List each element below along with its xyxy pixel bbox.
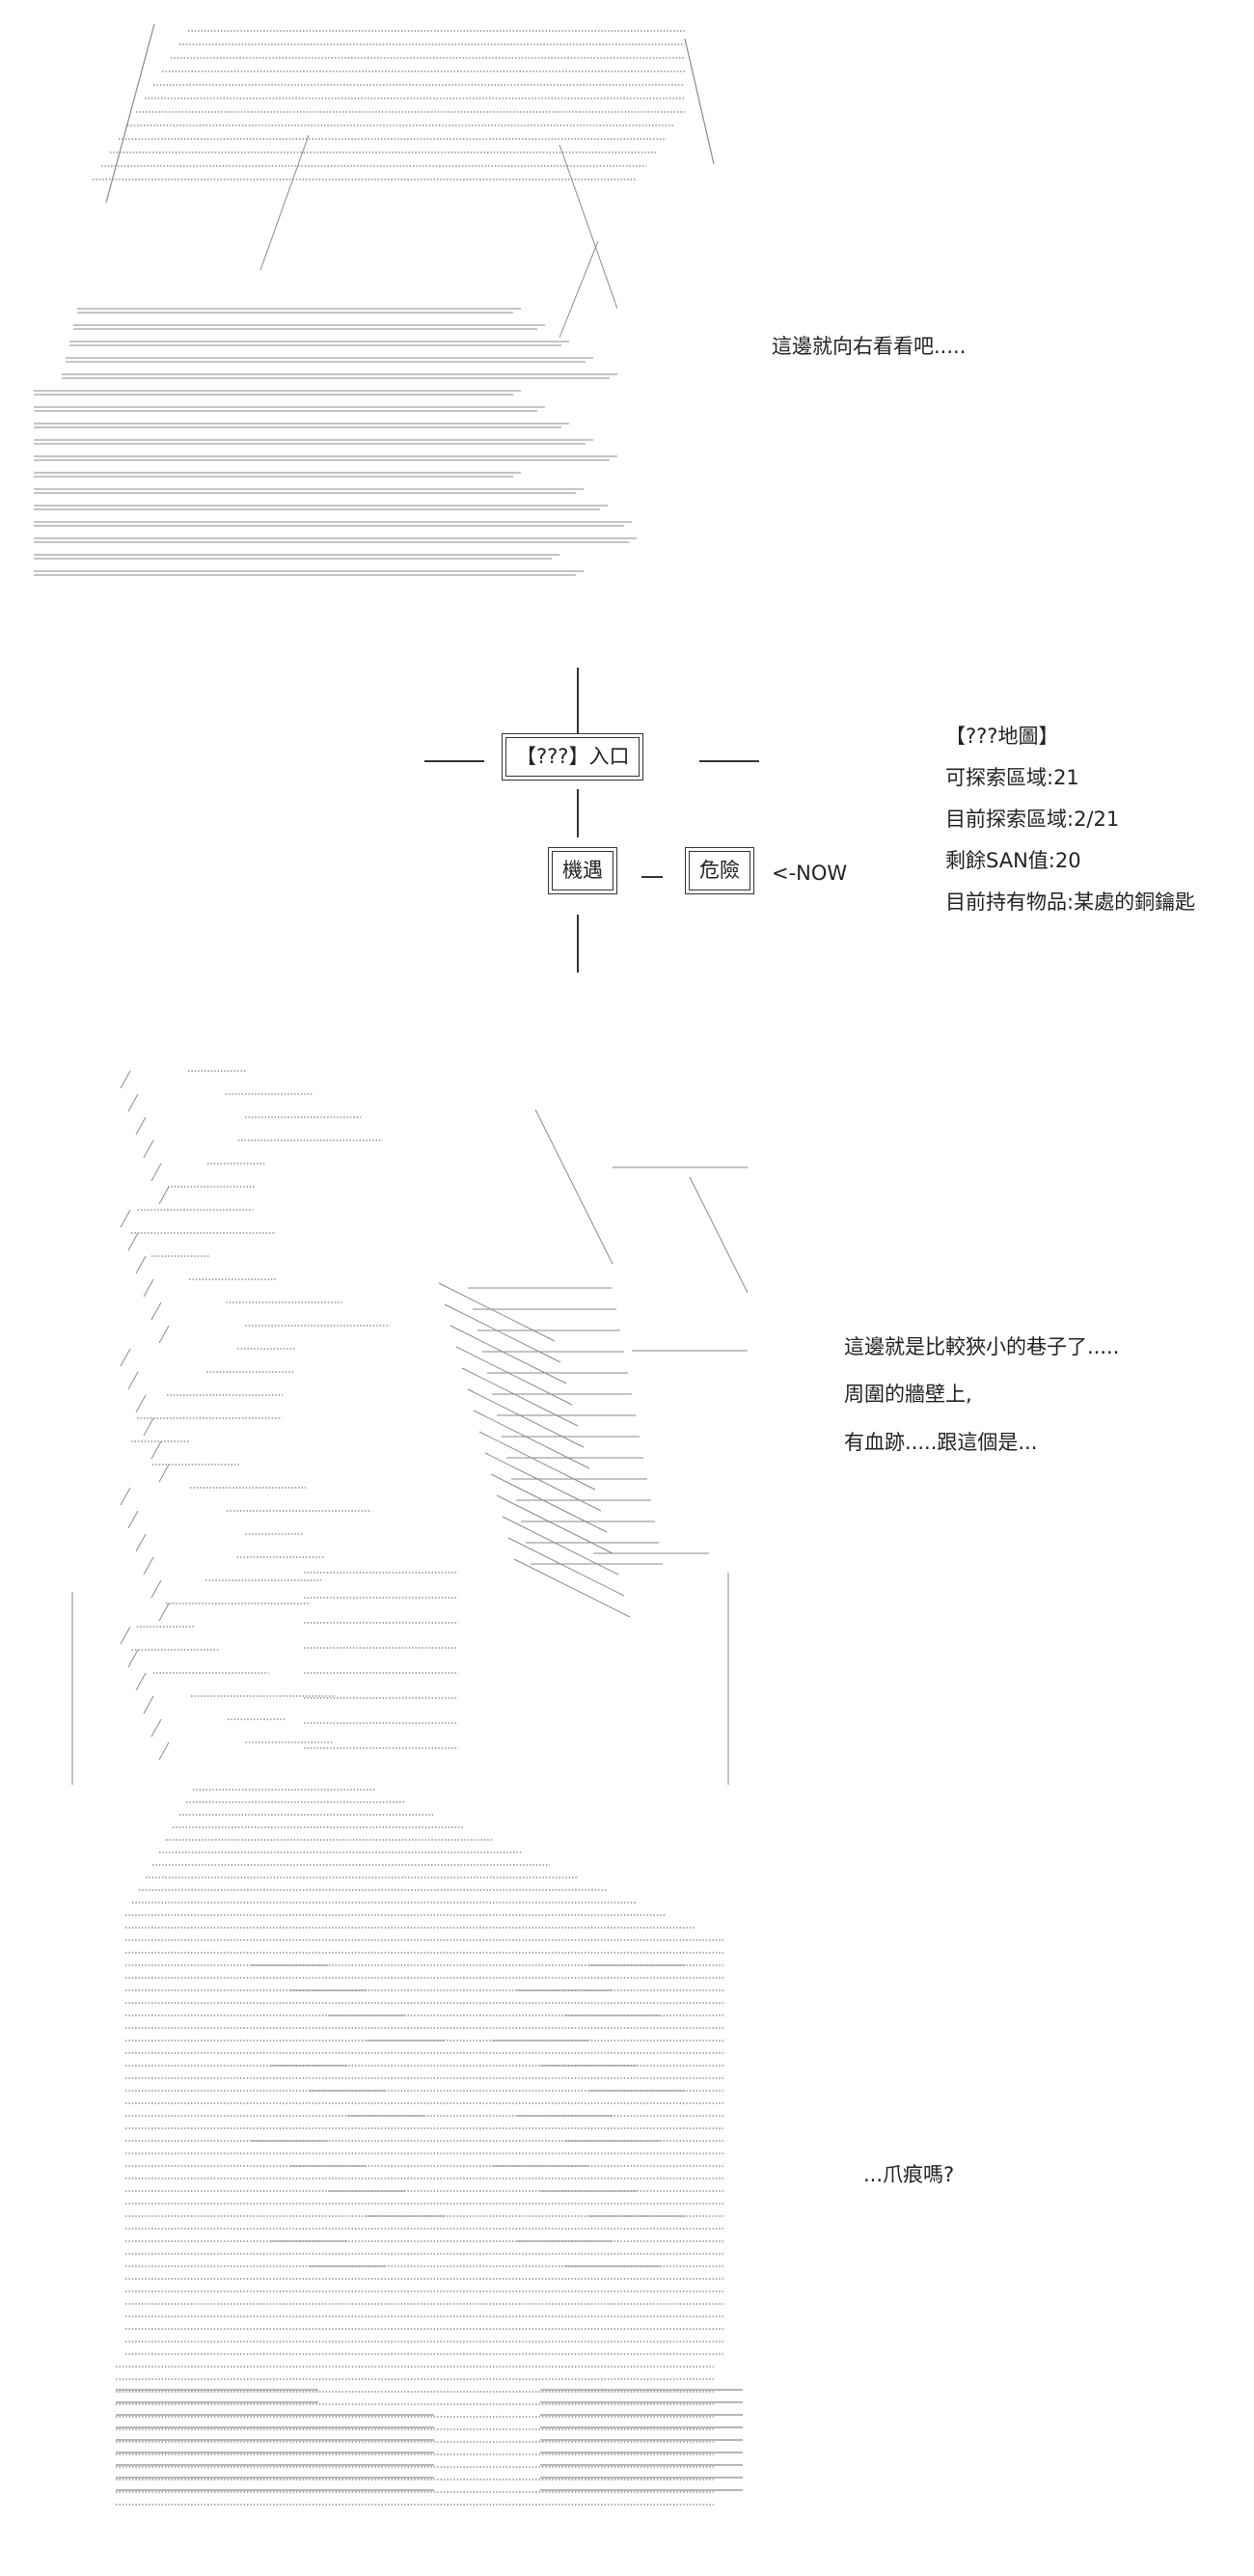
ascii-stroke [467, 1388, 585, 1448]
caption-line: 這邊就向右看看吧..... [772, 335, 967, 358]
panel-2-caption: 這邊就是比較狹小的巷子了..... 周圍的牆壁上, 有血跡.....跟這個是..… [844, 1324, 1119, 1466]
claw-marks-on-wall-ascii-art [87, 1780, 781, 2528]
map-room-entrance-label: 【???】入口 [505, 737, 641, 778]
ascii-art-canvas-2 [71, 1070, 749, 1785]
ascii-stroke [461, 1367, 579, 1427]
ascii-art-canvas-3 [116, 1789, 743, 2506]
status-explorable: 可探索區域:21 [945, 766, 1079, 790]
caption-line: ...爪痕嗎? [863, 2163, 955, 2186]
ascii-stroke [120, 1070, 131, 1089]
ascii-stroke [135, 1116, 147, 1136]
ascii-stroke [559, 240, 599, 339]
map-path-south [577, 789, 579, 837]
ascii-stroke [490, 1473, 608, 1533]
ascii-stroke [143, 1695, 154, 1714]
ascii-stroke [496, 1494, 613, 1554]
ascii-stroke [150, 1579, 162, 1599]
ascii-stroke [120, 1626, 131, 1645]
ascii-stroke [689, 1176, 749, 1294]
map-room-danger: 危險 [685, 847, 754, 895]
map-room-chance-label: 機遇 [552, 851, 613, 891]
ascii-stroke [150, 1302, 162, 1321]
ascii-stroke [158, 1186, 170, 1205]
map-room-danger-label: 危險 [689, 851, 750, 891]
ascii-stroke [158, 1741, 170, 1761]
ascii-stroke [534, 1109, 613, 1265]
ascii-stroke [105, 23, 155, 204]
ascii-stroke [478, 1431, 596, 1491]
status-item: 目前持有物品:某處的銅鑰匙 [945, 891, 1196, 915]
ascii-stroke [444, 1303, 561, 1363]
ascii-stroke [135, 1255, 147, 1274]
ascii-stroke [143, 1278, 154, 1298]
ascii-stroke [127, 1093, 139, 1112]
map-path-south-2 [577, 915, 579, 973]
ascii-stroke [450, 1325, 567, 1384]
ascii-stroke [143, 1556, 154, 1576]
ascii-stroke [507, 1537, 625, 1597]
map-path-north [577, 668, 579, 735]
status-explored: 目前探索區域:2/21 [945, 808, 1120, 832]
ascii-stroke [120, 1487, 131, 1506]
caption-line: 有血跡.....跟這個是... [844, 1430, 1038, 1454]
ascii-stroke [143, 1417, 154, 1437]
map-status-panel: 【???地圖】 可探索區域:21 目前探索區域:2/21 剩餘SAN值:20 目… [945, 726, 1195, 933]
map-path-west [424, 760, 484, 762]
girl-with-claw-marks-ascii-art [14, 1032, 777, 1785]
ascii-stroke [473, 1410, 590, 1469]
ascii-stroke [455, 1346, 573, 1406]
ascii-stroke [684, 38, 715, 165]
status-title: 【???地圖】 [945, 725, 1059, 748]
ascii-stroke [559, 144, 618, 310]
current-position-marker: <-NOW [772, 862, 848, 885]
ascii-stroke [513, 1558, 631, 1618]
ascii-stroke [143, 1139, 154, 1159]
ascii-stroke [158, 1464, 170, 1483]
caption-line: 周圍的牆壁上, [844, 1383, 972, 1407]
status-san: 剩餘SAN值:20 [945, 849, 1081, 873]
ascii-art-canvas-1 [34, 23, 715, 576]
map-path-east [699, 760, 759, 762]
ascii-stroke [438, 1282, 556, 1342]
dungeon-map: 【???】入口 機遇 危險 <-NOW [405, 666, 1022, 1013]
ascii-stroke [127, 1649, 139, 1668]
map-path-chance-danger [641, 876, 663, 878]
caption-line: 這邊就是比較狹小的巷子了..... [844, 1335, 1120, 1358]
ascii-stroke [127, 1232, 139, 1251]
ascii-stroke [259, 134, 310, 271]
ascii-stroke [158, 1603, 170, 1622]
ascii-stroke [127, 1371, 139, 1390]
character-at-counter-ascii-art [19, 19, 733, 608]
ascii-stroke [150, 1440, 162, 1460]
map-room-chance: 機遇 [548, 847, 617, 895]
ascii-stroke [484, 1452, 602, 1512]
map-room-entrance: 【???】入口 [502, 733, 644, 781]
panel-1-caption: 這邊就向右看看吧..... [772, 328, 966, 367]
ascii-stroke [120, 1348, 131, 1367]
panel-3-caption: ...爪痕嗎? [863, 2156, 954, 2195]
ascii-stroke [135, 1672, 147, 1691]
ascii-stroke [158, 1325, 170, 1344]
ascii-stroke [135, 1394, 147, 1413]
ascii-stroke [135, 1533, 147, 1552]
ascii-stroke [502, 1516, 619, 1576]
ascii-stroke [150, 1163, 162, 1182]
ascii-stroke [120, 1209, 131, 1228]
ascii-stroke [127, 1510, 139, 1529]
ascii-stroke [150, 1718, 162, 1738]
